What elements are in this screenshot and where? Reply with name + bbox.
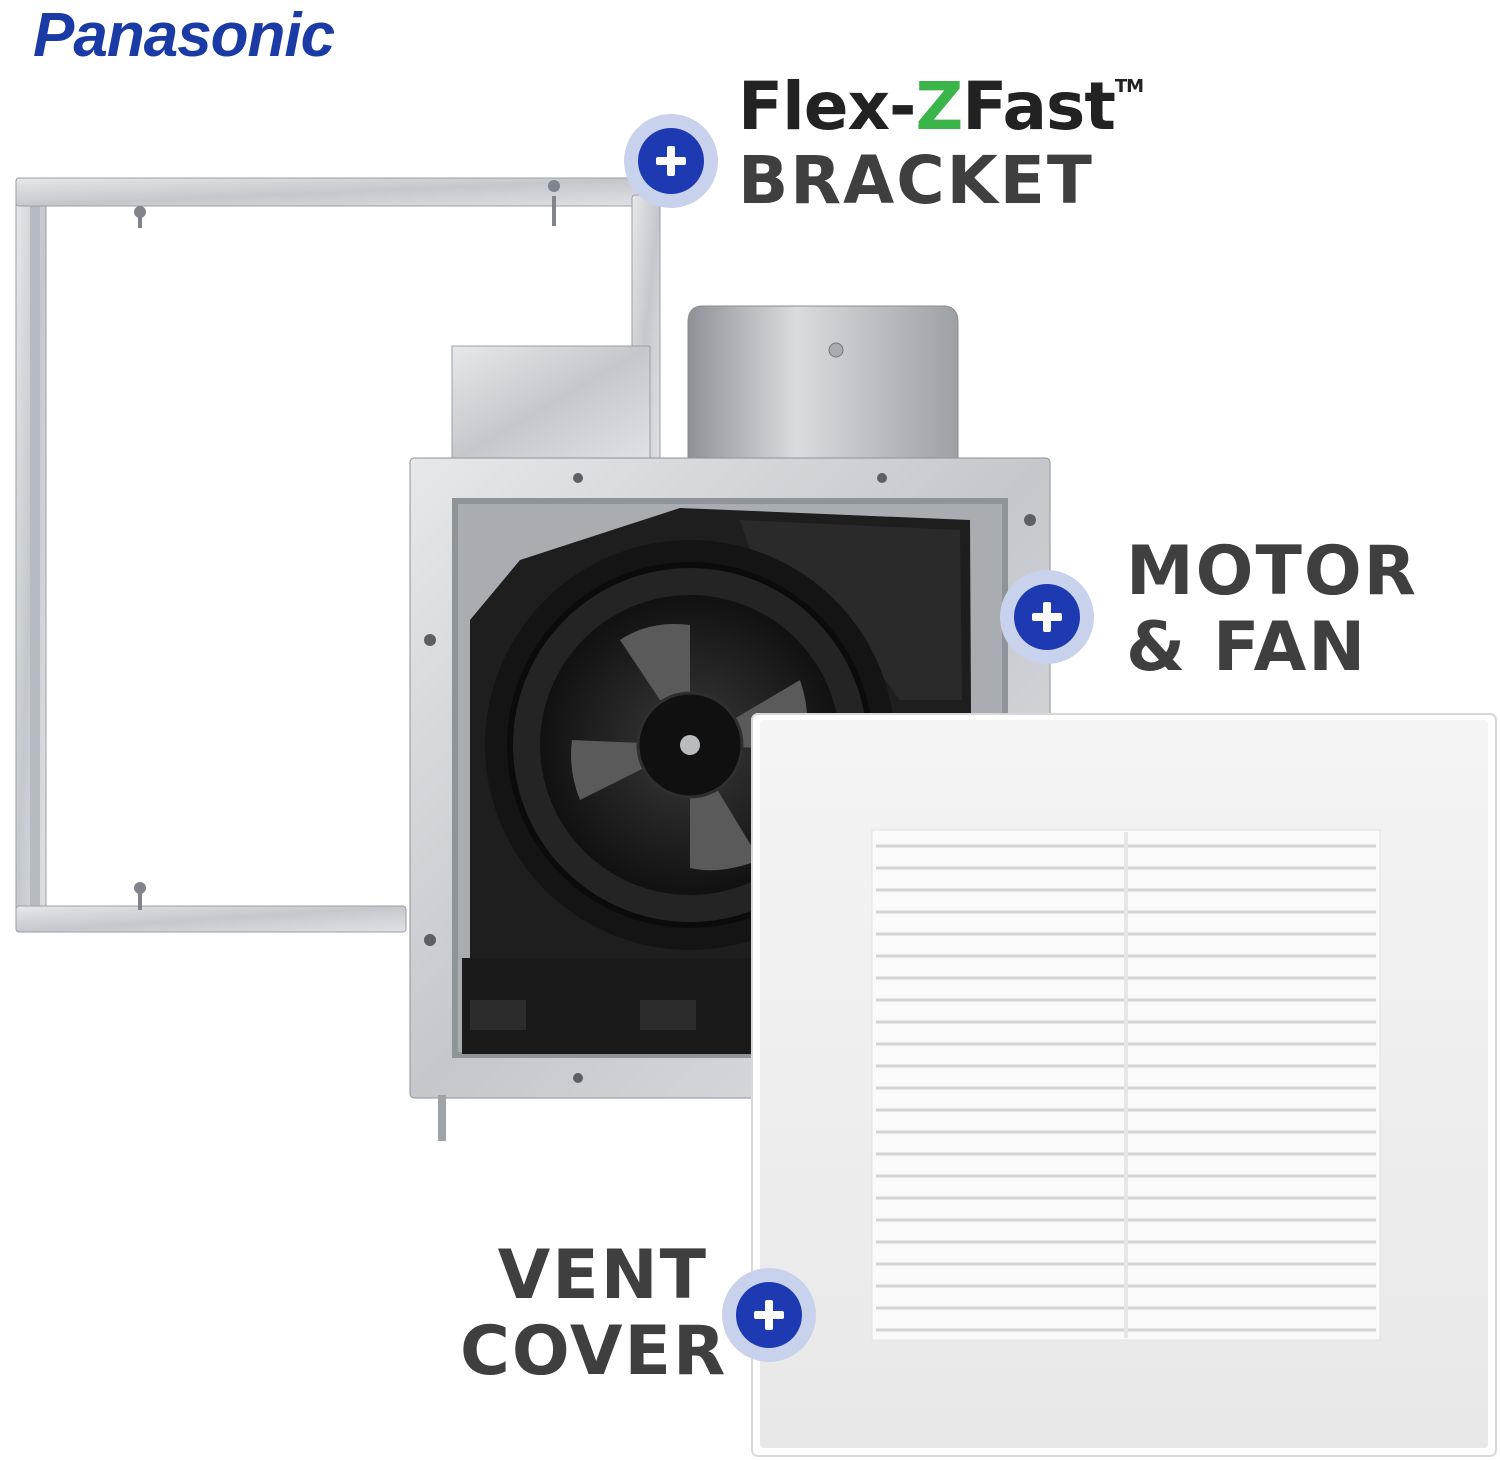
bracket-label: Flex-ZFastTM BRACKET bbox=[738, 68, 1144, 219]
vent-cover-label: VENT COVER bbox=[460, 1236, 728, 1391]
bracket-subtitle: BRACKET bbox=[738, 142, 1094, 219]
bracket-frame bbox=[15, 177, 667, 933]
vent-cover-line2: COVER bbox=[460, 1312, 728, 1391]
plus-icon bbox=[754, 1300, 784, 1330]
motor-fan-label: MOTOR & FAN bbox=[1126, 538, 1418, 682]
bracket-hotspot[interactable] bbox=[624, 114, 718, 208]
motor-fan-line2: & FAN bbox=[1126, 608, 1368, 687]
motor-fan-line1: MOTOR bbox=[1126, 532, 1419, 611]
vent-cover-line1: VENT bbox=[497, 1236, 708, 1315]
bracket-title: Flex-ZFastTM bbox=[738, 68, 1144, 145]
plus-icon bbox=[656, 146, 686, 176]
vent-cover-hotspot[interactable] bbox=[722, 1268, 816, 1362]
motor-fan-hotspot[interactable] bbox=[1000, 570, 1094, 664]
plus-icon bbox=[1032, 602, 1062, 632]
panasonic-logo: Panasonic bbox=[33, 1, 335, 70]
